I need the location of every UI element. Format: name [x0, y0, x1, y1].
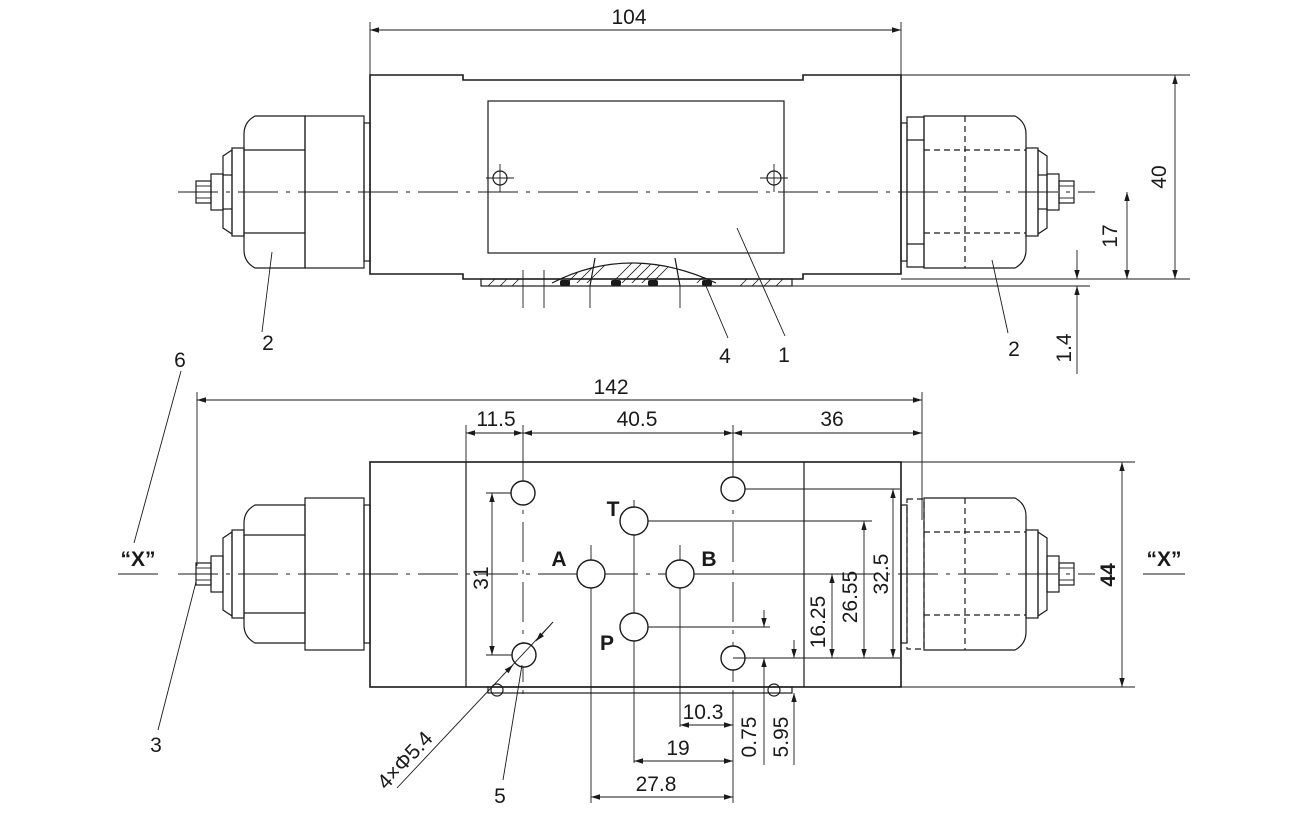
mounting-hole-top-right — [720, 476, 746, 502]
dim-17: 17 — [1099, 224, 1122, 247]
dim-5-95: 5.95 — [770, 717, 793, 758]
port-b-hole — [665, 559, 695, 589]
dim-19: 19 — [666, 737, 689, 760]
part-number-3: 3 — [150, 734, 162, 757]
bottom-view: T A B P — [118, 349, 1185, 808]
dim-142: 142 — [593, 376, 628, 399]
mounting-hole-bottom-left — [511, 642, 537, 668]
o-ring-1 — [560, 280, 570, 286]
part-number-1: 1 — [778, 344, 790, 367]
part-number-4: 4 — [719, 345, 731, 368]
o-ring-3 — [648, 280, 658, 286]
view-label-x-right: “X” — [1146, 548, 1181, 571]
port-label-p: P — [600, 632, 614, 655]
dim-31: 31 — [470, 566, 493, 589]
port-a-hole — [576, 559, 606, 589]
port-label-t: T — [607, 498, 620, 521]
dim-104: 104 — [611, 6, 646, 29]
dim-11-5: 11.5 — [476, 408, 515, 431]
dim-16-25: 16.25 — [807, 596, 830, 649]
top-view: 104 40 17 1.4 2 2 1 4 — [178, 6, 1190, 374]
mounting-hole-top-left — [510, 480, 536, 506]
dim-40-5: 40.5 — [617, 408, 658, 431]
port-label-b: B — [701, 548, 716, 571]
valve-body-outline — [369, 74, 902, 280]
dim-32-5: 32.5 — [870, 554, 893, 595]
port-t-hole — [619, 506, 649, 536]
dim-40: 40 — [1148, 165, 1171, 188]
part-number-2-right: 2 — [1008, 338, 1020, 361]
plan-left-cartridge — [195, 497, 371, 651]
left-cartridge — [195, 115, 371, 269]
o-ring-2 — [611, 280, 621, 286]
dim-27-8: 27.8 — [636, 773, 677, 796]
part-number-5: 5 — [494, 785, 506, 808]
base-plate — [480, 278, 793, 287]
dim-0-75: 0.75 — [738, 717, 761, 758]
o-ring-4 — [702, 280, 712, 286]
locating-pin-left — [490, 683, 504, 697]
dim-36: 36 — [820, 408, 843, 431]
port-label-a: A — [551, 548, 566, 571]
dim-26-55: 26.55 — [839, 571, 862, 624]
right-cartridge — [900, 115, 1075, 269]
nameplate — [487, 100, 785, 254]
part-number-6: 6 — [174, 349, 186, 372]
dim-44: 44 — [1097, 563, 1120, 587]
hole-spec-label: 4×Φ5.4 — [373, 727, 438, 794]
dim-1-4: 1.4 — [1053, 333, 1076, 363]
locating-pin-right — [767, 683, 781, 697]
plan-body-outline — [369, 461, 902, 688]
port-p-hole — [619, 612, 649, 642]
dim-10-3: 10.3 — [683, 701, 724, 724]
part-number-2-left: 2 — [262, 332, 274, 355]
view-label-x-left: “X” — [120, 548, 155, 571]
plan-right-cartridge — [900, 497, 1075, 651]
